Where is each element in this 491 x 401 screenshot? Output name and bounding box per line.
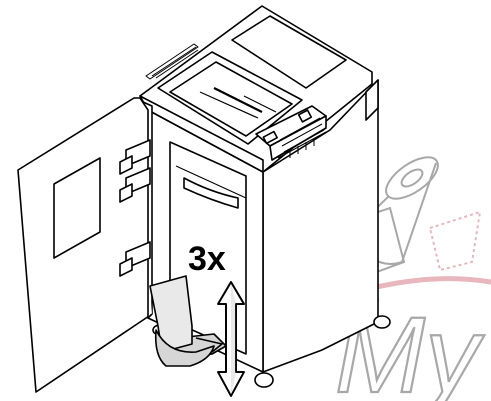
door-label-plate [53,157,101,259]
power-switch [262,130,278,145]
feed-slot [213,87,263,113]
vent-grille-left [145,43,199,80]
press-indicator: 3x [188,240,245,397]
shoe [154,329,215,367]
up-down-arrow-icon [217,281,245,397]
front-handle [183,177,239,209]
door-hinges [119,139,151,277]
shredder-cabinet [139,5,391,388]
open-door [17,97,153,393]
door-panel [17,97,153,393]
foot [149,275,215,367]
leg [149,275,193,353]
status-button [297,109,313,123]
repeat-count-label: 3x [188,240,226,278]
